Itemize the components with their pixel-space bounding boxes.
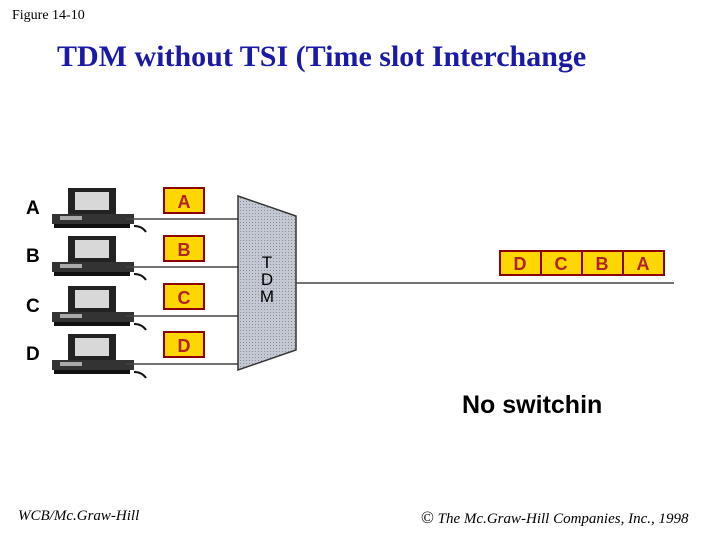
diagram-caption: No switchin — [462, 391, 602, 419]
slide-title: TDM without TSI (Time slot Interchange — [57, 40, 587, 73]
station-label-a: A — [26, 198, 40, 219]
station-c: C C — [26, 283, 238, 331]
frame-slot-1: D — [514, 254, 527, 274]
mux-label-d: D — [261, 270, 273, 289]
slot-box-c — [163, 283, 205, 310]
computer-icon — [52, 236, 147, 281]
slot-box-a — [163, 187, 205, 214]
frame-slot-2: C — [555, 254, 568, 274]
slot-label-a: A — [178, 192, 191, 212]
figure-label: Figure 14-10 — [12, 8, 85, 23]
computer-icon — [52, 334, 147, 379]
station-label-d: D — [26, 344, 40, 365]
station-a: A A — [26, 187, 238, 233]
station-d: D D — [26, 331, 238, 379]
slot-box-d — [163, 331, 205, 358]
footer-copyright-text: The Mc.Graw-Hill Companies, Inc., 1998 — [437, 511, 689, 527]
slot-label-c: C — [178, 288, 191, 308]
frame-slot-4: A — [637, 254, 650, 274]
mux-label-t: T — [262, 253, 272, 272]
station-label-c: C — [26, 296, 40, 317]
mux-label-m: M — [260, 287, 274, 306]
output-frame: D C B A — [499, 250, 665, 276]
station-label-b: B — [26, 246, 40, 267]
copyright-icon: © — [421, 508, 434, 527]
slot-label-d: D — [178, 336, 191, 356]
computer-icon — [52, 286, 147, 331]
computer-icon — [52, 188, 147, 233]
tdm-multiplexer: T D M — [237, 194, 297, 372]
frame-slot-3: B — [596, 254, 609, 274]
footer-copyright: © The Mc.Graw-Hill Companies, Inc., 1998 — [421, 508, 688, 528]
slot-box-b — [163, 235, 205, 262]
footer-publisher: WCB/Mc.Graw-Hill — [18, 508, 140, 524]
station-b: B B — [26, 235, 238, 281]
tdm-diagram: A A B B C — [26, 187, 674, 419]
slot-label-b: B — [178, 240, 191, 260]
